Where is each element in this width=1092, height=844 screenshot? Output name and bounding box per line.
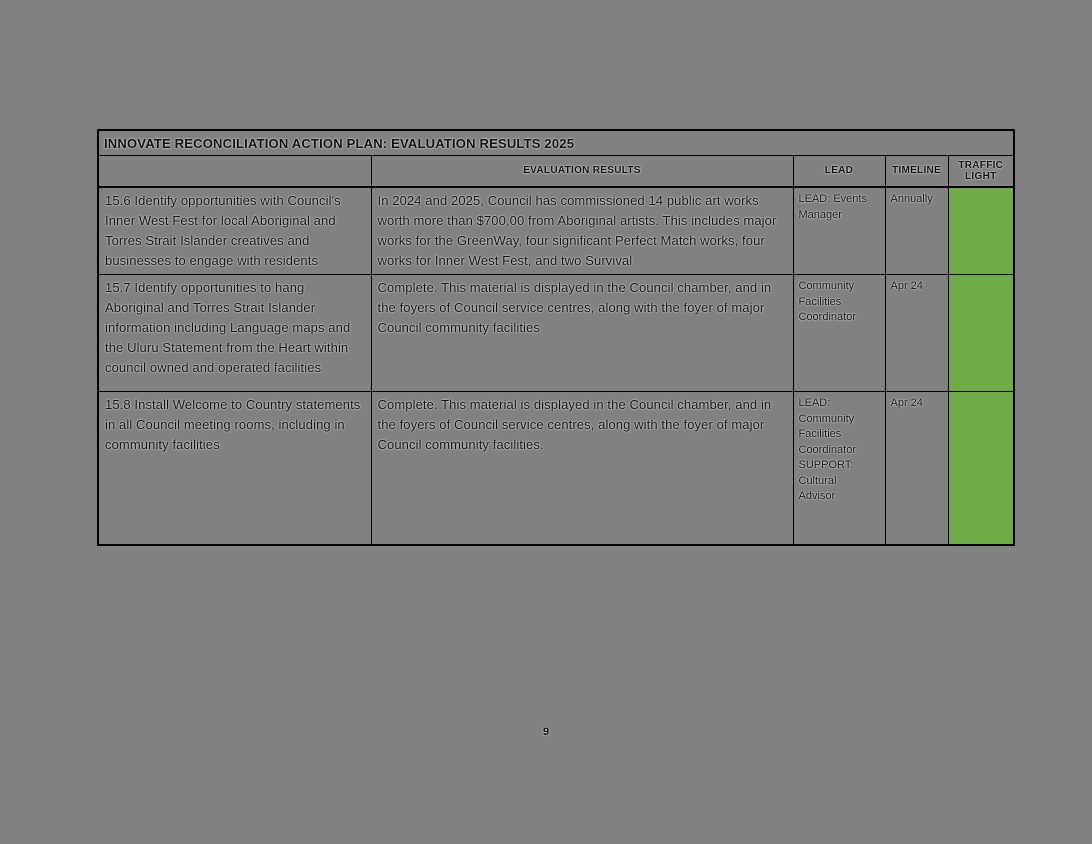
traffic-light-green xyxy=(949,275,1014,391)
evaluation-results-table: INNOVATE RECONCILIATION ACTION PLAN: EVA… xyxy=(97,129,1016,546)
timeline-cell: Apr 24 xyxy=(884,391,949,545)
evaluation-cell: Complete. This material is displayed in … xyxy=(370,391,794,545)
traffic-light-cell xyxy=(947,186,1015,275)
table-title-row: INNOVATE RECONCILIATION ACTION PLAN: EVA… xyxy=(97,129,1015,156)
traffic-light-cell xyxy=(947,391,1015,545)
evaluation-cell: In 2024 and 2025, Council has commission… xyxy=(370,186,794,275)
table-row: 15.6 Identify opportunities with Council… xyxy=(97,186,1015,275)
action-cell: 15.7 Identify opportunities to hang Abor… xyxy=(97,274,372,392)
column-header-action xyxy=(97,154,372,188)
column-header-lead: LEAD xyxy=(792,154,886,188)
table-row: 15.8 Install Welcome to Country statemen… xyxy=(97,391,1015,545)
table-header-row: EVALUATION RESULTS LEAD TIMELINE TRAFFIC… xyxy=(97,154,1015,188)
evaluation-cell: Complete. This material is displayed in … xyxy=(370,274,794,392)
column-header-evaluation-results: EVALUATION RESULTS xyxy=(370,154,794,188)
timeline-cell: Apr 24 xyxy=(884,274,949,392)
lead-cell: Community Facilities Coordinator xyxy=(792,274,886,392)
table-row: 15.7 Identify opportunities to hang Abor… xyxy=(97,274,1015,392)
action-cell: 15.6 Identify opportunities with Council… xyxy=(97,186,372,275)
traffic-light-green xyxy=(949,188,1014,274)
traffic-light-green xyxy=(949,392,1014,544)
action-cell: 15.8 Install Welcome to Country statemen… xyxy=(97,391,372,545)
column-header-timeline: TIMELINE xyxy=(884,154,949,188)
timeline-cell: Annually xyxy=(884,186,949,275)
page-number: 9 xyxy=(542,726,550,738)
column-header-traffic-light: TRAFFIC LIGHT xyxy=(947,154,1015,188)
lead-cell: LEAD: Events Manager xyxy=(792,186,886,275)
traffic-light-cell xyxy=(947,274,1015,392)
table-title: INNOVATE RECONCILIATION ACTION PLAN: EVA… xyxy=(97,129,1015,156)
lead-cell: LEAD: Community Facilities Coordinator S… xyxy=(792,391,886,545)
